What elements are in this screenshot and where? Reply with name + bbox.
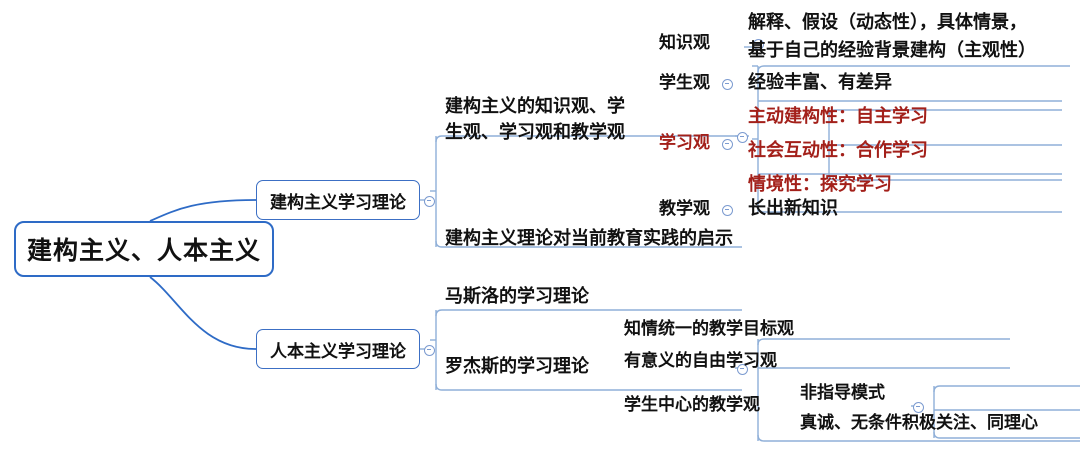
node-rogers-label[interactable]: 罗杰斯的学习理论: [445, 356, 589, 377]
collapse-marker-icon[interactable]: [737, 131, 748, 143]
node-free-learning-label[interactable]: 有意义的自由学习观: [624, 351, 777, 371]
node-constructivism-label: 建构主义学习理论: [270, 192, 406, 213]
node-knowledge-view-detail-line2: 基于自己的经验背景建构（主观性）: [748, 40, 1036, 61]
collapse-marker-icon[interactable]: [913, 401, 924, 413]
collapse-marker-icon[interactable]: [753, 38, 764, 50]
node-humanism-label: 人本主义学习理论: [270, 341, 406, 362]
node-student-centered-label[interactable]: 学生中心的教学观: [624, 395, 760, 415]
node-learning-view-detail-1: 主动建构性：自主学习: [748, 106, 928, 127]
collapse-marker-icon[interactable]: [722, 138, 733, 150]
collapse-marker-icon[interactable]: [424, 195, 435, 207]
node-teaching-view-label[interactable]: 教学观: [659, 199, 710, 219]
node-nondirective-label: 非指导模式: [800, 383, 885, 403]
node-teaching-view-detail: 长出新知识: [748, 198, 838, 219]
node-knowledge-view-detail-line1: 解释、假设（动态性），具体情景，: [748, 12, 1027, 33]
node-genuineness-label: 真诚、无条件积极关注、同理心: [800, 413, 1038, 433]
node-views-label-line2[interactable]: 生观、学习观和教学观: [445, 122, 625, 143]
node-learning-view-detail-3: 情境性：探究学习: [748, 174, 892, 195]
collapse-marker-icon[interactable]: [737, 363, 748, 375]
node-knowledge-view-label[interactable]: 知识观: [659, 33, 710, 53]
node-constructivism[interactable]: 建构主义学习理论: [256, 180, 420, 220]
node-learning-view-label[interactable]: 学习观: [659, 133, 710, 153]
node-views-label-line1[interactable]: 建构主义的知识观、学: [445, 96, 625, 117]
collapse-marker-icon[interactable]: [722, 78, 733, 90]
node-goal-view-label[interactable]: 知情统一的教学目标观: [624, 319, 794, 339]
node-student-view-label[interactable]: 学生观: [659, 73, 710, 93]
node-learning-view-detail-2: 社会互动性：合作学习: [748, 140, 928, 161]
root-node[interactable]: 建构主义、人本主义: [14, 221, 274, 277]
node-humanism[interactable]: 人本主义学习理论: [256, 329, 420, 369]
collapse-marker-icon[interactable]: [424, 344, 435, 356]
node-implications-label[interactable]: 建构主义理论对当前教育实践的启示: [445, 228, 733, 249]
node-student-view-detail: 经验丰富、有差异: [748, 72, 892, 93]
collapse-marker-icon[interactable]: [722, 204, 733, 216]
node-maslow-label[interactable]: 马斯洛的学习理论: [445, 286, 589, 307]
root-label: 建构主义、人本主义: [26, 236, 261, 265]
